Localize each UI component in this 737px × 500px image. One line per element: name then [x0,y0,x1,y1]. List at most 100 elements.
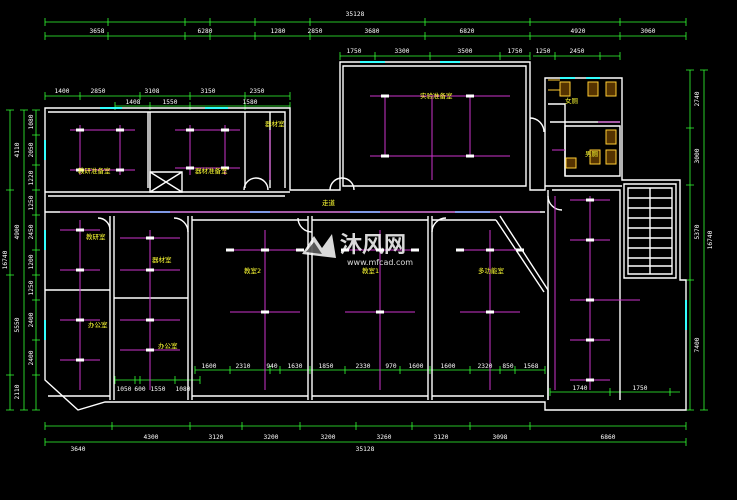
fixture-tag [116,128,124,132]
dim-top-5: 3680 [365,28,380,35]
fixture-tag [381,94,389,98]
fixture-tag [296,248,304,252]
dim-left-inner-3: 1220 [28,170,35,185]
room-label-multipurpose: 多功能室 [478,266,505,275]
dim-bi-6: 2310 [236,363,251,370]
dim-top3-3: 3108 [145,88,160,95]
dim-bottom-1: 3640 [71,446,86,453]
dim-top2-3: 3500 [458,48,473,55]
fixture-tag [146,348,154,352]
dim-top-7: 4920 [571,28,586,35]
dim-top2-6: 2450 [570,48,585,55]
dim-bi-9: 1850 [319,363,334,370]
dim-bi-2: 600 [134,386,145,393]
dim-top-3: 1280 [271,28,286,35]
fixture-tag [186,128,194,132]
dim-bottom-6: 3260 [377,434,392,441]
toilet-fixtures [548,79,617,169]
room-label-equipment-room: 器材室 [152,255,172,264]
room-label-mens-toilet: 男厕 [585,150,599,158]
dim-top3-4: 3150 [201,88,216,95]
dim-top4-3: 1580 [243,99,258,106]
room-labels: 教研准备室 器材准备室 器材室 实验准备室 教研室 器材室 办公室 办公室 教室… [78,91,599,350]
dim-left-1: 4110 [14,142,21,157]
dimension-lines [6,18,708,446]
fixture-tag [586,238,594,242]
fixture-tag [261,248,269,252]
room-label-teaching-prep: 教研准备室 [78,166,111,175]
dim-bi-7: 940 [266,363,277,370]
fixture-tag [116,168,124,172]
dim-bi-4: 1080 [176,386,191,393]
dim-left-inner-5: 2450 [28,224,35,239]
fixture-tag [76,318,84,322]
dim-right-3: 5370 [694,224,701,239]
fixture-tag [76,128,84,132]
dim-top2-5: 1250 [536,48,551,55]
dim-bottom-8: 3098 [493,434,508,441]
fixture-tag [586,338,594,342]
dim-top-8: 3060 [641,28,656,35]
dim-bottom-3: 3120 [209,434,224,441]
dim-bi-1: 1050 [117,386,132,393]
fixture-tag [486,310,494,314]
dim-top2-1: 1750 [347,48,362,55]
dim-top3-1: 1400 [55,88,70,95]
dim-bi-10: 2330 [356,363,371,370]
dim-bottom-5: 3200 [321,434,336,441]
watermark-url: www.mfcad.com [347,258,413,267]
dim-bottom-total: 35128 [356,446,375,453]
dim-bi-12: 1600 [409,363,424,370]
dim-right-2: 3000 [694,148,701,163]
dimension-texts: 35128 3658 6280 1280 2850 3680 6820 4920… [55,11,656,453]
fixture-tag [586,298,594,302]
fixture-tag [226,248,234,252]
dim-bi-5: 1600 [202,363,217,370]
fixture-tag [466,154,474,158]
dim-bi-11: 970 [385,363,396,370]
dim-bi-18: 1750 [633,385,648,392]
fixture-tag [411,248,419,252]
dim-bi-14: 2320 [478,363,493,370]
dim-top4-2: 1550 [163,99,178,106]
dim-bi-15: 850 [502,363,513,370]
dim-right-4: 7400 [694,337,701,352]
fixture-tag [341,248,349,252]
watermark-brand: 沐风网 [340,233,406,258]
dim-bottom-4: 3200 [264,434,279,441]
fixture-tag [261,310,269,314]
room-label-corridor: 走道 [322,198,336,207]
fixture-tag [76,268,84,272]
dim-bottom-2: 4300 [144,434,159,441]
dim-right-total: 16740 [707,230,714,249]
room-label-equipment-room-top: 器材室 [265,119,285,128]
dim-left-inner-2: 2050 [28,142,35,157]
room-label-classroom-2: 教室2 [244,266,261,275]
room-label-lab-prep: 实验准备室 [420,91,453,100]
room-label-classroom-1: 教室1 [362,266,379,275]
dim-top4-1: 1408 [126,99,141,106]
dim-left-inner-4: 1250 [28,195,35,210]
fixture-tag [376,310,384,314]
watermark-logo-icon [302,234,336,258]
fixture-tag [586,378,594,382]
fixture-tag [516,248,524,252]
fixture-tag [221,128,229,132]
fixture-tag [76,228,84,232]
dim-bi-8: 1630 [288,363,303,370]
fixture-tag [586,198,594,202]
dim-left-inner-1: 1080 [28,114,35,129]
room-label-office-left: 办公室 [88,320,108,329]
lighting-fixture-lines [60,95,640,390]
dim-top2-2: 3300 [395,48,410,55]
dim-bi-16: 1568 [524,363,539,370]
dim-top-6: 6820 [460,28,475,35]
fixture-tag [146,236,154,240]
dim-top-1: 3658 [90,28,105,35]
watermark: 沐风网 www.mfcad.com [302,233,413,267]
room-label-equipment-prep: 器材准备室 [195,166,228,175]
fixture-tags [76,94,594,382]
dim-top2-4: 1750 [508,48,523,55]
fixture-tag [146,318,154,322]
